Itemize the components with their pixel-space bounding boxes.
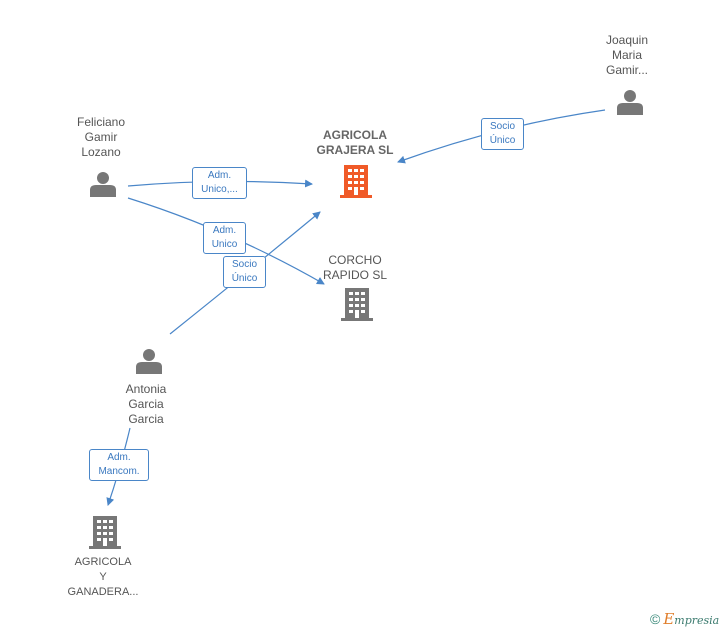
node-label-line: Lozano xyxy=(81,145,121,159)
edge-badge-line: Socio xyxy=(231,259,257,270)
node-label-agricola-grajera[interactable]: AGRICOLA GRAJERA SL xyxy=(317,128,394,158)
node-label-line: Garcia xyxy=(128,412,164,426)
edge-badge-line: Unico,... xyxy=(201,184,238,195)
node-label-line: Garcia xyxy=(128,397,164,411)
edge-badge-feliciano-grajera[interactable]: Adm. Unico,... xyxy=(192,167,247,199)
node-label-line: CORCHO xyxy=(328,253,382,267)
building-icon[interactable] xyxy=(89,516,121,549)
edge-badge-line: Mancom. xyxy=(98,466,140,477)
brand-name: mpresia xyxy=(674,614,720,627)
node-label-line: Maria xyxy=(611,48,643,62)
node-label-line: Y xyxy=(99,571,107,583)
edge-badge-line: Único xyxy=(231,273,258,284)
edge-badge-line: Adm. xyxy=(107,452,131,463)
node-label-line: Gamir... xyxy=(605,63,649,77)
brand-initial: E xyxy=(663,610,675,628)
edge-badge-feliciano-corcho[interactable]: Adm. Unico xyxy=(203,222,246,254)
empresia-logo[interactable]: ©Empresia xyxy=(650,610,719,628)
node-label-line: AGRICOLA xyxy=(323,128,387,142)
node-label-line: AGRICOLA xyxy=(74,556,132,568)
node-label-line: Gamir xyxy=(84,130,118,144)
person-icon[interactable] xyxy=(136,349,162,374)
building-icon[interactable] xyxy=(341,288,373,321)
edge-badge-joaquin-grajera[interactable]: Socio Único xyxy=(481,118,524,150)
node-label-feliciano[interactable]: Feliciano Gamir Lozano xyxy=(77,115,125,160)
edge-badge-line: Adm. xyxy=(212,225,237,236)
node-label-line: RAPIDO SL xyxy=(322,268,388,282)
edge-badge-line: Unico xyxy=(211,239,238,250)
edge-badge-antonia-grajera[interactable]: Socio Único xyxy=(223,256,266,288)
person-icon[interactable] xyxy=(90,172,116,197)
node-label-corcho[interactable]: CORCHO RAPIDO SL xyxy=(323,253,387,283)
node-label-line: Joaquin xyxy=(605,33,649,47)
node-label-joaquin[interactable]: Joaquin Maria Gamir... xyxy=(606,33,648,78)
node-label-line: Antonia xyxy=(125,382,167,396)
edge-badge-line: Adm. xyxy=(207,170,232,181)
node-label-antonia[interactable]: Antonia Garcia Garcia xyxy=(126,382,167,427)
edge-badge-line: Socio xyxy=(489,121,515,132)
node-label-line: GANADERA... xyxy=(67,586,139,598)
edge-badge-antonia-ganadera[interactable]: Adm. Mancom. xyxy=(89,449,149,481)
node-label-line: Feliciano xyxy=(76,115,126,129)
building-icon[interactable] xyxy=(340,165,372,198)
edge-badge-line: Único xyxy=(489,135,516,146)
copyright-symbol: © xyxy=(650,611,661,627)
person-icon[interactable] xyxy=(617,90,643,115)
node-label-agricola-ganadera[interactable]: AGRICOLA Y GANADERA... xyxy=(68,555,139,600)
node-label-line: GRAJERA SL xyxy=(316,143,394,157)
